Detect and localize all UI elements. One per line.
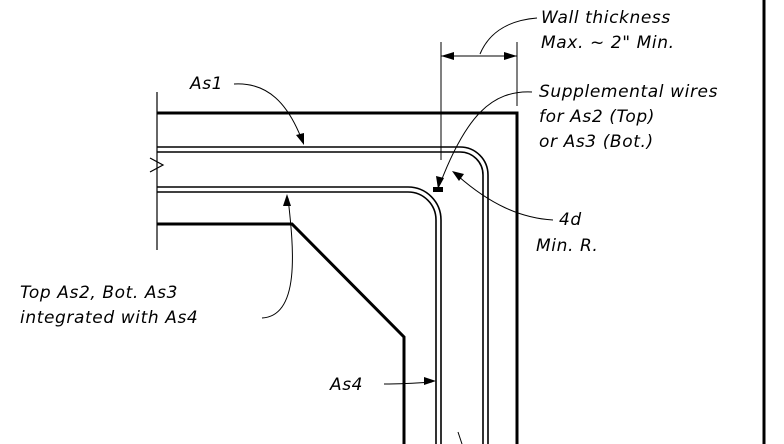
leader-as4-arrow bbox=[424, 377, 436, 385]
supplemental-wire-end bbox=[433, 187, 443, 192]
leader-as1 bbox=[233, 83, 303, 141]
leader-integrated-arrow bbox=[283, 194, 291, 206]
label-wall-thickness-line1: Wall thickness bbox=[541, 8, 671, 28]
label-supplemental-line1: Supplemental wires bbox=[539, 82, 719, 102]
cut-marker bbox=[457, 431, 463, 444]
as4-bar-outer-line bbox=[157, 186, 442, 444]
label-radius-line1: 4d bbox=[559, 210, 582, 230]
label-wall-thickness-line2: Max. ~ 2" Min. bbox=[541, 33, 675, 53]
label-radius-line2: Min. R. bbox=[536, 236, 599, 256]
dimension-arrow-right bbox=[504, 52, 517, 60]
break-symbol bbox=[149, 157, 165, 173]
as1-bar-outer-line bbox=[157, 146, 489, 444]
label-as1: As1 bbox=[190, 74, 224, 94]
leader-radius-arrow bbox=[452, 171, 464, 181]
as1-bar-inner-line bbox=[157, 151, 484, 444]
label-supplemental-line2: for As2 (Top) bbox=[539, 107, 656, 127]
leader-as1-arrow bbox=[296, 133, 304, 145]
as4-bar-inner-line bbox=[157, 191, 437, 444]
label-integrated-line1: Top As2, Bot. As3 bbox=[20, 283, 179, 303]
leader-supplemental bbox=[439, 91, 533, 185]
leader-radius bbox=[457, 175, 554, 221]
leader-wall-thickness bbox=[479, 17, 538, 55]
leader-integrated bbox=[261, 197, 293, 319]
label-integrated-line2: integrated with As4 bbox=[20, 308, 199, 328]
inner-concrete-outline bbox=[157, 222, 406, 444]
label-supplemental-line3: or As3 (Bot.) bbox=[539, 132, 654, 152]
label-as4: As4 bbox=[330, 375, 364, 395]
dimension-arrow-left bbox=[441, 52, 454, 60]
outer-concrete-outline bbox=[157, 111, 519, 444]
leader-supplemental-arrow bbox=[436, 176, 444, 189]
